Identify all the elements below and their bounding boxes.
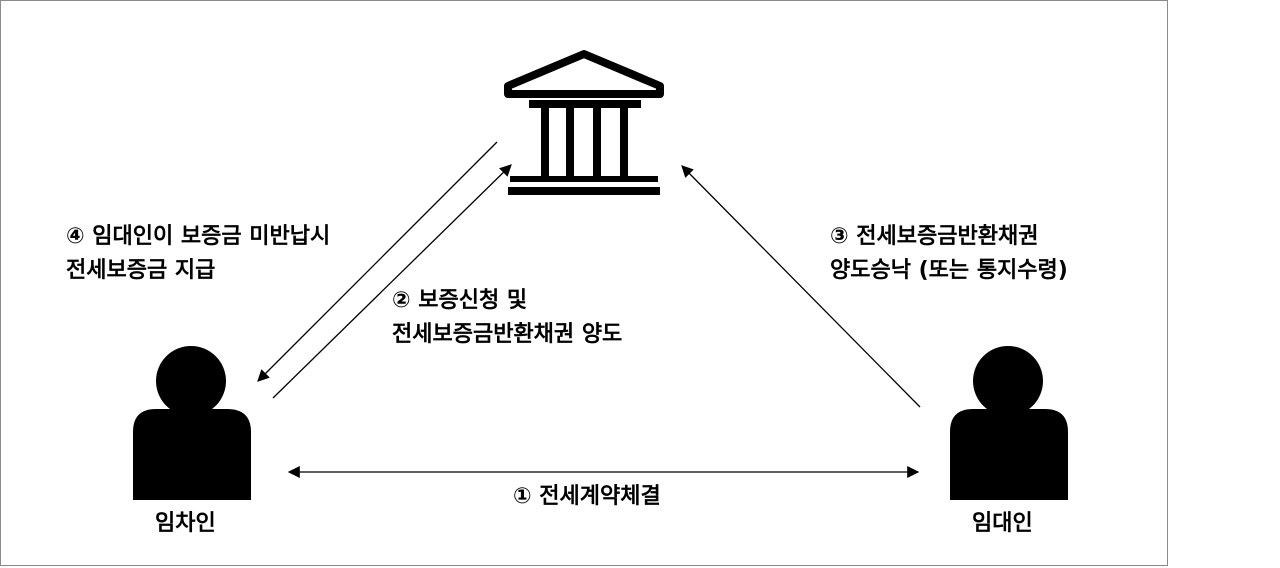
step3-line1: ③ 전세보증금반환채권: [830, 224, 1039, 249]
payment-arrow: [257, 141, 498, 382]
assignment-consent-arrow: [681, 165, 921, 408]
step1-label: ① 전세계약체결: [513, 484, 661, 509]
step2-label: ② 보증신청 및 전세보증금반환채권 양도: [392, 284, 622, 352]
landlord-label: 임대인: [972, 511, 1033, 536]
bank-icon: [504, 50, 664, 195]
tenant-person-icon: [133, 346, 251, 500]
guarantee-application-arrow: [272, 164, 512, 399]
step3-line2: 양도승낙 (또는 통지수령): [830, 258, 1068, 283]
landlord-person-icon: [950, 346, 1068, 500]
tenant-label: 임차인: [155, 511, 216, 536]
step4-line1: ④ 임대인이 보증금 미반납시: [66, 224, 331, 249]
step4-line2: 전세보증금 지급: [66, 258, 216, 283]
step2-line2: 전세보증금반환채권 양도: [392, 322, 623, 347]
step3-label: ③ 전세보증금반환채권 양도승낙 (또는 통지수령): [830, 220, 1068, 288]
step4-label: ④ 임대인이 보증금 미반납시 전세보증금 지급: [66, 220, 330, 288]
step2-line1: ② 보증신청 및: [392, 288, 528, 313]
